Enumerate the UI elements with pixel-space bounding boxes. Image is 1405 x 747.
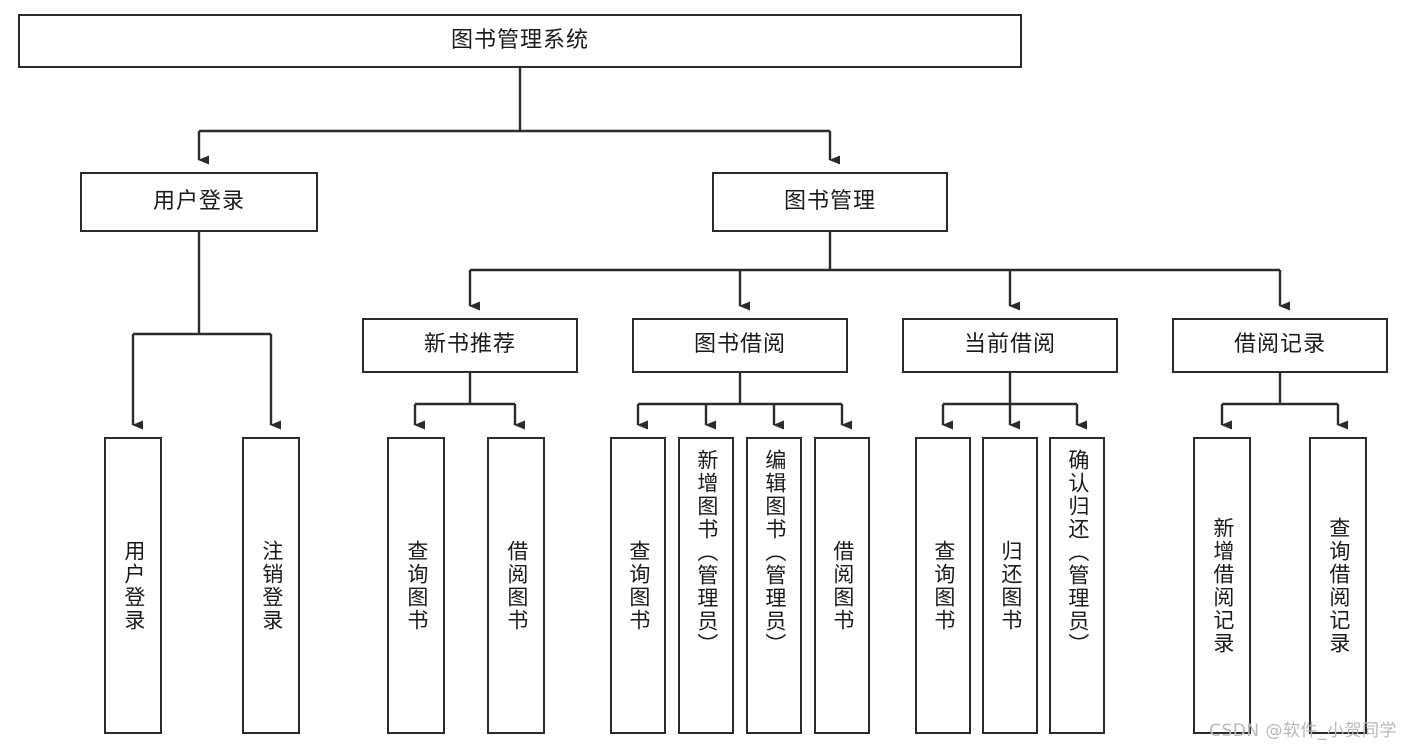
connector-currentborrow-to-leaves	[941, 373, 1087, 430]
node-label: 归还图书	[998, 539, 1023, 632]
node-label: 用户登录	[152, 188, 245, 214]
connector-borrowrecord-to-leaves	[1220, 373, 1348, 430]
node-label: 编辑图书（管理员）	[762, 449, 787, 656]
node-label: 查询图书	[626, 539, 651, 632]
node-label: 图书借阅	[693, 332, 786, 358]
connector-bookmgmt-to-level3	[468, 232, 1290, 311]
leaf-current-borrow-confirm-return-admin[interactable]: 确认归还（管理员）	[1049, 437, 1105, 734]
connector-newbook-to-leaves	[413, 373, 525, 430]
connector-bookborrow-to-leaves	[636, 373, 852, 430]
node-label: 图书管理	[783, 188, 876, 214]
leaf-book-borrow-borrow-books[interactable]: 借阅图书	[814, 437, 870, 734]
node-root-book-management-system[interactable]: 图书管理系统	[18, 14, 1022, 68]
node-label: 查询图书	[931, 539, 956, 632]
leaf-borrow-record-search-record[interactable]: 查询借阅记录	[1309, 437, 1367, 734]
node-label: 查询图书	[404, 539, 429, 632]
node-label: 新增图书（管理员）	[694, 449, 719, 656]
connector-userlogin-to-leaves	[131, 232, 281, 430]
node-label: 借阅图书	[504, 539, 529, 632]
leaf-book-borrow-edit-book-admin[interactable]: 编辑图书（管理员）	[746, 437, 802, 734]
node-book-management[interactable]: 图书管理	[712, 172, 948, 232]
node-label: 查询借阅记录	[1326, 516, 1351, 655]
node-label: 新增借阅记录	[1210, 516, 1235, 655]
node-label: 当前借阅	[963, 332, 1056, 358]
leaf-borrow-record-add-record[interactable]: 新增借阅记录	[1193, 437, 1251, 734]
leaf-current-borrow-return-books[interactable]: 归还图书	[982, 437, 1038, 734]
node-borrow-record[interactable]: 借阅记录	[1172, 318, 1388, 373]
node-label: 注销登录	[259, 539, 284, 632]
node-label: 图书管理系统	[450, 27, 589, 53]
node-label: 确认归还（管理员）	[1065, 449, 1090, 656]
node-label: 借阅记录	[1233, 332, 1326, 358]
node-current-borrowing[interactable]: 当前借阅	[902, 318, 1118, 373]
node-label: 新书推荐	[423, 332, 516, 358]
node-label: 借阅图书	[830, 539, 855, 632]
watermark-text: CSDN @软件_小贺同学	[1209, 721, 1397, 741]
node-user-login[interactable]: 用户登录	[80, 172, 318, 232]
node-book-borrowing[interactable]: 图书借阅	[632, 318, 848, 373]
connector-root-to-level2	[197, 68, 840, 165]
leaf-user-login-login[interactable]: 用户登录	[104, 437, 162, 734]
leaf-new-book-borrow-books[interactable]: 借阅图书	[487, 437, 545, 734]
node-label: 用户登录	[121, 539, 146, 632]
leaf-book-borrow-search-books[interactable]: 查询图书	[610, 437, 666, 734]
leaf-current-borrow-search-books[interactable]: 查询图书	[915, 437, 971, 734]
leaf-user-login-logout[interactable]: 注销登录	[242, 437, 300, 734]
leaf-book-borrow-add-book-admin[interactable]: 新增图书（管理员）	[678, 437, 734, 734]
leaf-new-book-search-books[interactable]: 查询图书	[387, 437, 445, 734]
node-new-book-recommendation[interactable]: 新书推荐	[362, 318, 578, 373]
